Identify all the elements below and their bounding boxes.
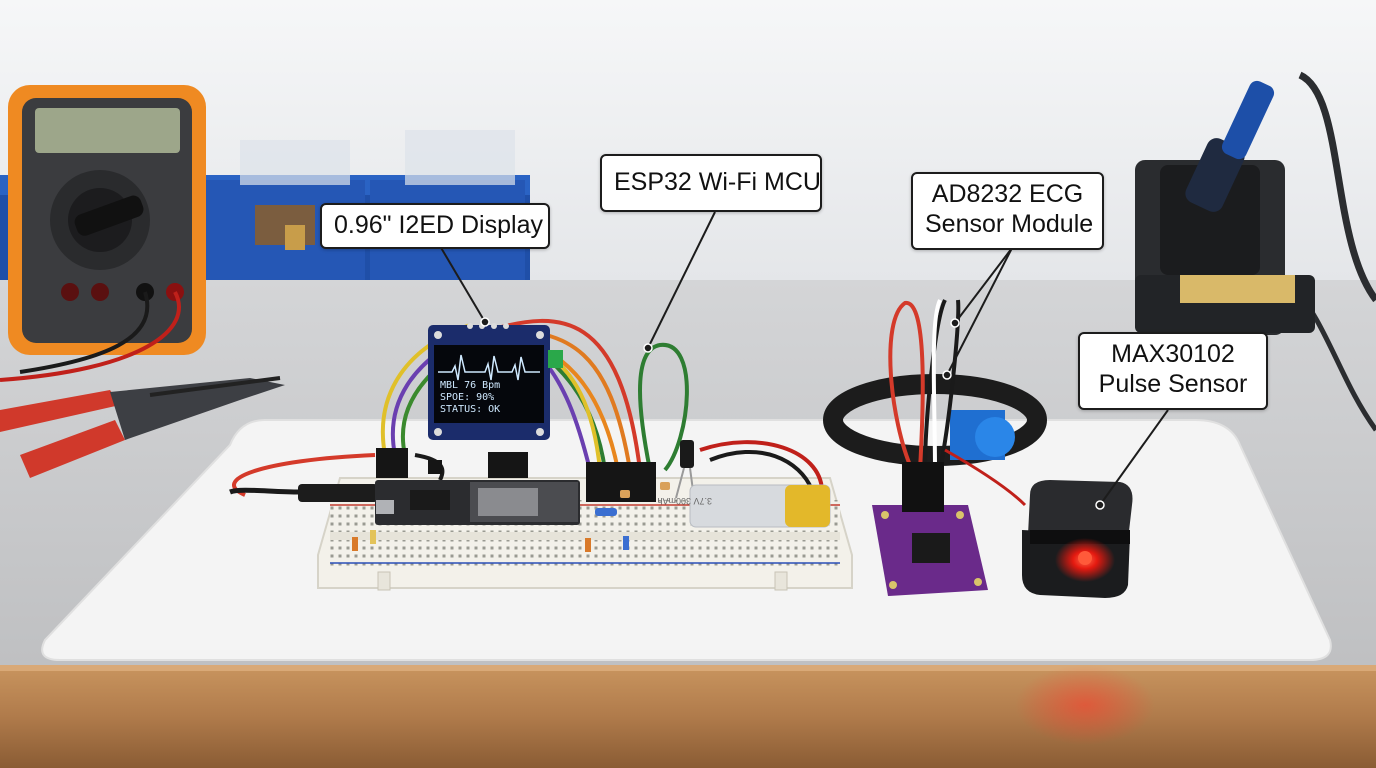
ad8232-board <box>872 462 988 596</box>
callout-max30102-pulse: MAX30102 Pulse Sensor <box>1078 332 1268 410</box>
wire-strippers <box>0 376 285 478</box>
battery-label: 3.7V 300mAh <box>657 496 712 506</box>
callout-pulse-line-2: Pulse Sensor <box>1098 370 1248 398</box>
wood-desk-edge <box>0 665 1376 768</box>
callout-esp32-line-1: ESP32 Wi-Fi MCU <box>614 168 821 196</box>
callout-leader-dots <box>480 317 1105 510</box>
oled-ecg-waveform <box>438 354 540 381</box>
callout-ecg-line-1: AD8232 ECG <box>931 180 1084 208</box>
oled-display-module: MBL 76 Bpm SPOE: 90% STATUS: OK <box>428 323 550 440</box>
max30102-pulse-clip <box>1022 480 1133 598</box>
callout-oled-line-1: 0.96" I2ED Display <box>334 211 543 239</box>
ecg-lead-wires <box>888 299 1027 507</box>
callout-ad8232-ecg: AD8232 ECG Sensor Module <box>911 172 1104 250</box>
soldering-station <box>1135 71 1376 432</box>
oled-line-3: STATUS: OK <box>440 404 500 415</box>
usb-cable <box>229 484 378 502</box>
callout-leader-lines <box>439 211 1169 506</box>
callout-oled-display: 0.96" I2ED Display <box>320 203 550 249</box>
callout-esp32-mcu: ESP32 Wi-Fi MCU <box>600 154 822 212</box>
passive-components <box>352 440 695 552</box>
callout-pulse-line-1: MAX30102 <box>1111 340 1235 368</box>
esp32-board <box>375 480 580 525</box>
oled-line-1: MBL 76 Bpm <box>440 380 500 391</box>
oled-line-2: SPOE: 90% <box>440 392 494 403</box>
callout-ecg-line-2: Sensor Module <box>925 210 1094 238</box>
multimeter <box>8 85 206 355</box>
lipo-battery: 3.7V 300mAh <box>657 484 831 528</box>
